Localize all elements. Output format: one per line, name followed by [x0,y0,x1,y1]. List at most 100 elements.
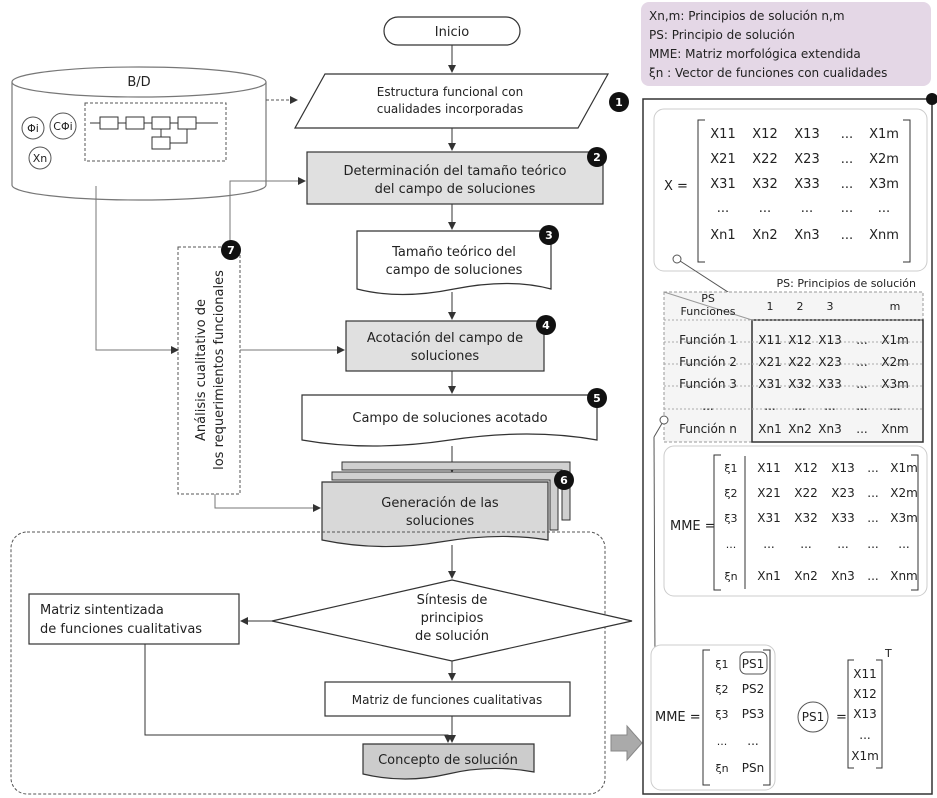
legend-item: PS: Principio de solución [649,28,795,42]
step-badges: 1 2 3 4 5 6 7 [221,92,629,490]
mme-cell: Xn1 [757,569,780,583]
matrix-x-cell: Xn2 [752,228,777,243]
legend-background [641,2,931,86]
decision-synthesis: Síntesis de principios de solución [271,579,633,662]
database-title: B/D [127,75,150,90]
matrix-x-cell: ... [841,228,853,243]
table-corner-top: PS [701,292,715,305]
table-cell: ... [764,399,775,413]
qualitative-matrix-box: Matriz de funciones cualitativas [324,681,571,717]
matrix-x-cell: ... [841,127,853,142]
mme-cell: X33 [831,511,855,525]
mme-cell: ... [867,511,878,525]
badge-2: 2 [593,151,601,164]
matrix-x-label: X = [664,179,688,194]
mme-cell: X31 [757,511,781,525]
step4-line2: soluciones [411,349,480,364]
table-cell: X1m [881,333,909,347]
matrix-x-cell: X22 [752,152,777,167]
start-label: Inicio [435,25,469,40]
equals-sign: = [836,710,847,725]
table-cell: X32 [788,377,812,391]
xn-label: Xn [33,152,48,165]
table-cell: Xn3 [818,422,841,436]
matrix-x-cell: X3m [869,177,899,192]
table-cell: X23 [818,355,842,369]
matrix-x-cell: ... [841,201,853,216]
decision-line3: de solución [415,629,489,644]
mme2-ps-cell: PSn [742,761,764,775]
step7-analysis: Análisis cualitativo de los requerimient… [177,246,241,495]
table-cell: ... [856,333,867,347]
step1-line2: cualidades incorporadas [377,102,524,116]
ps1-ref: PS1 [802,710,825,724]
badge-1-icon [609,92,629,112]
mme2-ps-cell: ... [747,734,758,748]
matrix-x-cell: ... [841,152,853,167]
mme2-xi-cell: ξn [715,762,728,775]
badge-7: 7 [227,244,235,257]
table-cell: X12 [788,333,812,347]
legend-item: Xn,m: Principios de solución n,m [649,9,845,23]
qualitative-matrix-label: Matriz de funciones cualitativas [352,693,542,707]
table-cell: ... [856,399,867,413]
cphi-label: CΦi [53,120,72,133]
mme-cell: Xn2 [794,569,817,583]
matrix-x-cell: X13 [794,127,819,142]
matrix-x-cell: X2m [869,152,899,167]
mme2-xi-cell: ... [717,735,728,748]
mme-cell: X11 [757,461,781,475]
table-caption: PS: Principios de solución [777,277,916,290]
step4-process: Acotación del campo de soluciones [345,320,545,372]
table-cell: ... [889,399,900,413]
legend-item: ξn : Vector de funciones con cualidades [649,66,887,80]
table-cell: X21 [758,355,782,369]
table-cell: Xnm [881,422,909,436]
table-cell: X22 [788,355,812,369]
table-cell: X11 [758,333,782,347]
matrix-x-cell: X23 [794,152,819,167]
step1-line1: Estructura funcional con [377,85,523,99]
mme2-xi-cell: ξ2 [715,683,728,696]
badge-6-icon [554,470,574,490]
synthesized-line1: Matriz sintentizada [40,603,164,618]
start-terminal: Inicio [383,16,521,46]
decision-line2: principios [421,611,484,626]
mme-xi-cell: ξ3 [724,512,737,525]
vector-cell: X1m [851,749,879,763]
table-cell: X3m [881,377,909,391]
mme-cell: Xn3 [831,569,854,583]
table-corner-bottom: Funciones [681,305,736,318]
matrix-x-cell: ... [878,201,890,216]
step6-line1: Generación de las [381,496,499,511]
vector-cell: X11 [853,667,877,681]
badge-3-icon [539,225,559,245]
step6-multidocument: Generación de las soluciones [321,461,571,548]
mme-cell: X12 [794,461,818,475]
table-cell: ... [856,422,867,436]
step2-line1: Determinación del tamaño teórico [344,164,567,179]
table-row-label: Función 2 [679,355,737,369]
matrix-x-cell: X11 [710,127,735,142]
vector-cell: X12 [853,687,877,701]
table-cell: ... [856,355,867,369]
step3-line2: campo de soluciones [386,263,523,278]
table-row-label: Función 3 [679,377,737,391]
table-cell: Xn2 [788,422,811,436]
mme-cell: X1m [890,461,918,475]
matrix-x-cell: X21 [710,152,735,167]
decision-line1: Síntesis de [417,593,488,608]
mme-cell: X3m [890,511,918,525]
matrix-x-cell: Xn3 [794,228,819,243]
badge-2-icon [587,147,607,167]
mme-cell: ... [867,461,878,475]
legend: Xn,m: Principios de solución n,m PS: Pri… [641,2,931,86]
step1-input: Estructura funcional con cualidades inco… [293,73,610,129]
mme-label: MME = [670,519,716,534]
phi-label: Φi [27,122,39,135]
mme2-xi-cell: ξ1 [715,658,728,671]
badge-1: 1 [615,96,623,109]
